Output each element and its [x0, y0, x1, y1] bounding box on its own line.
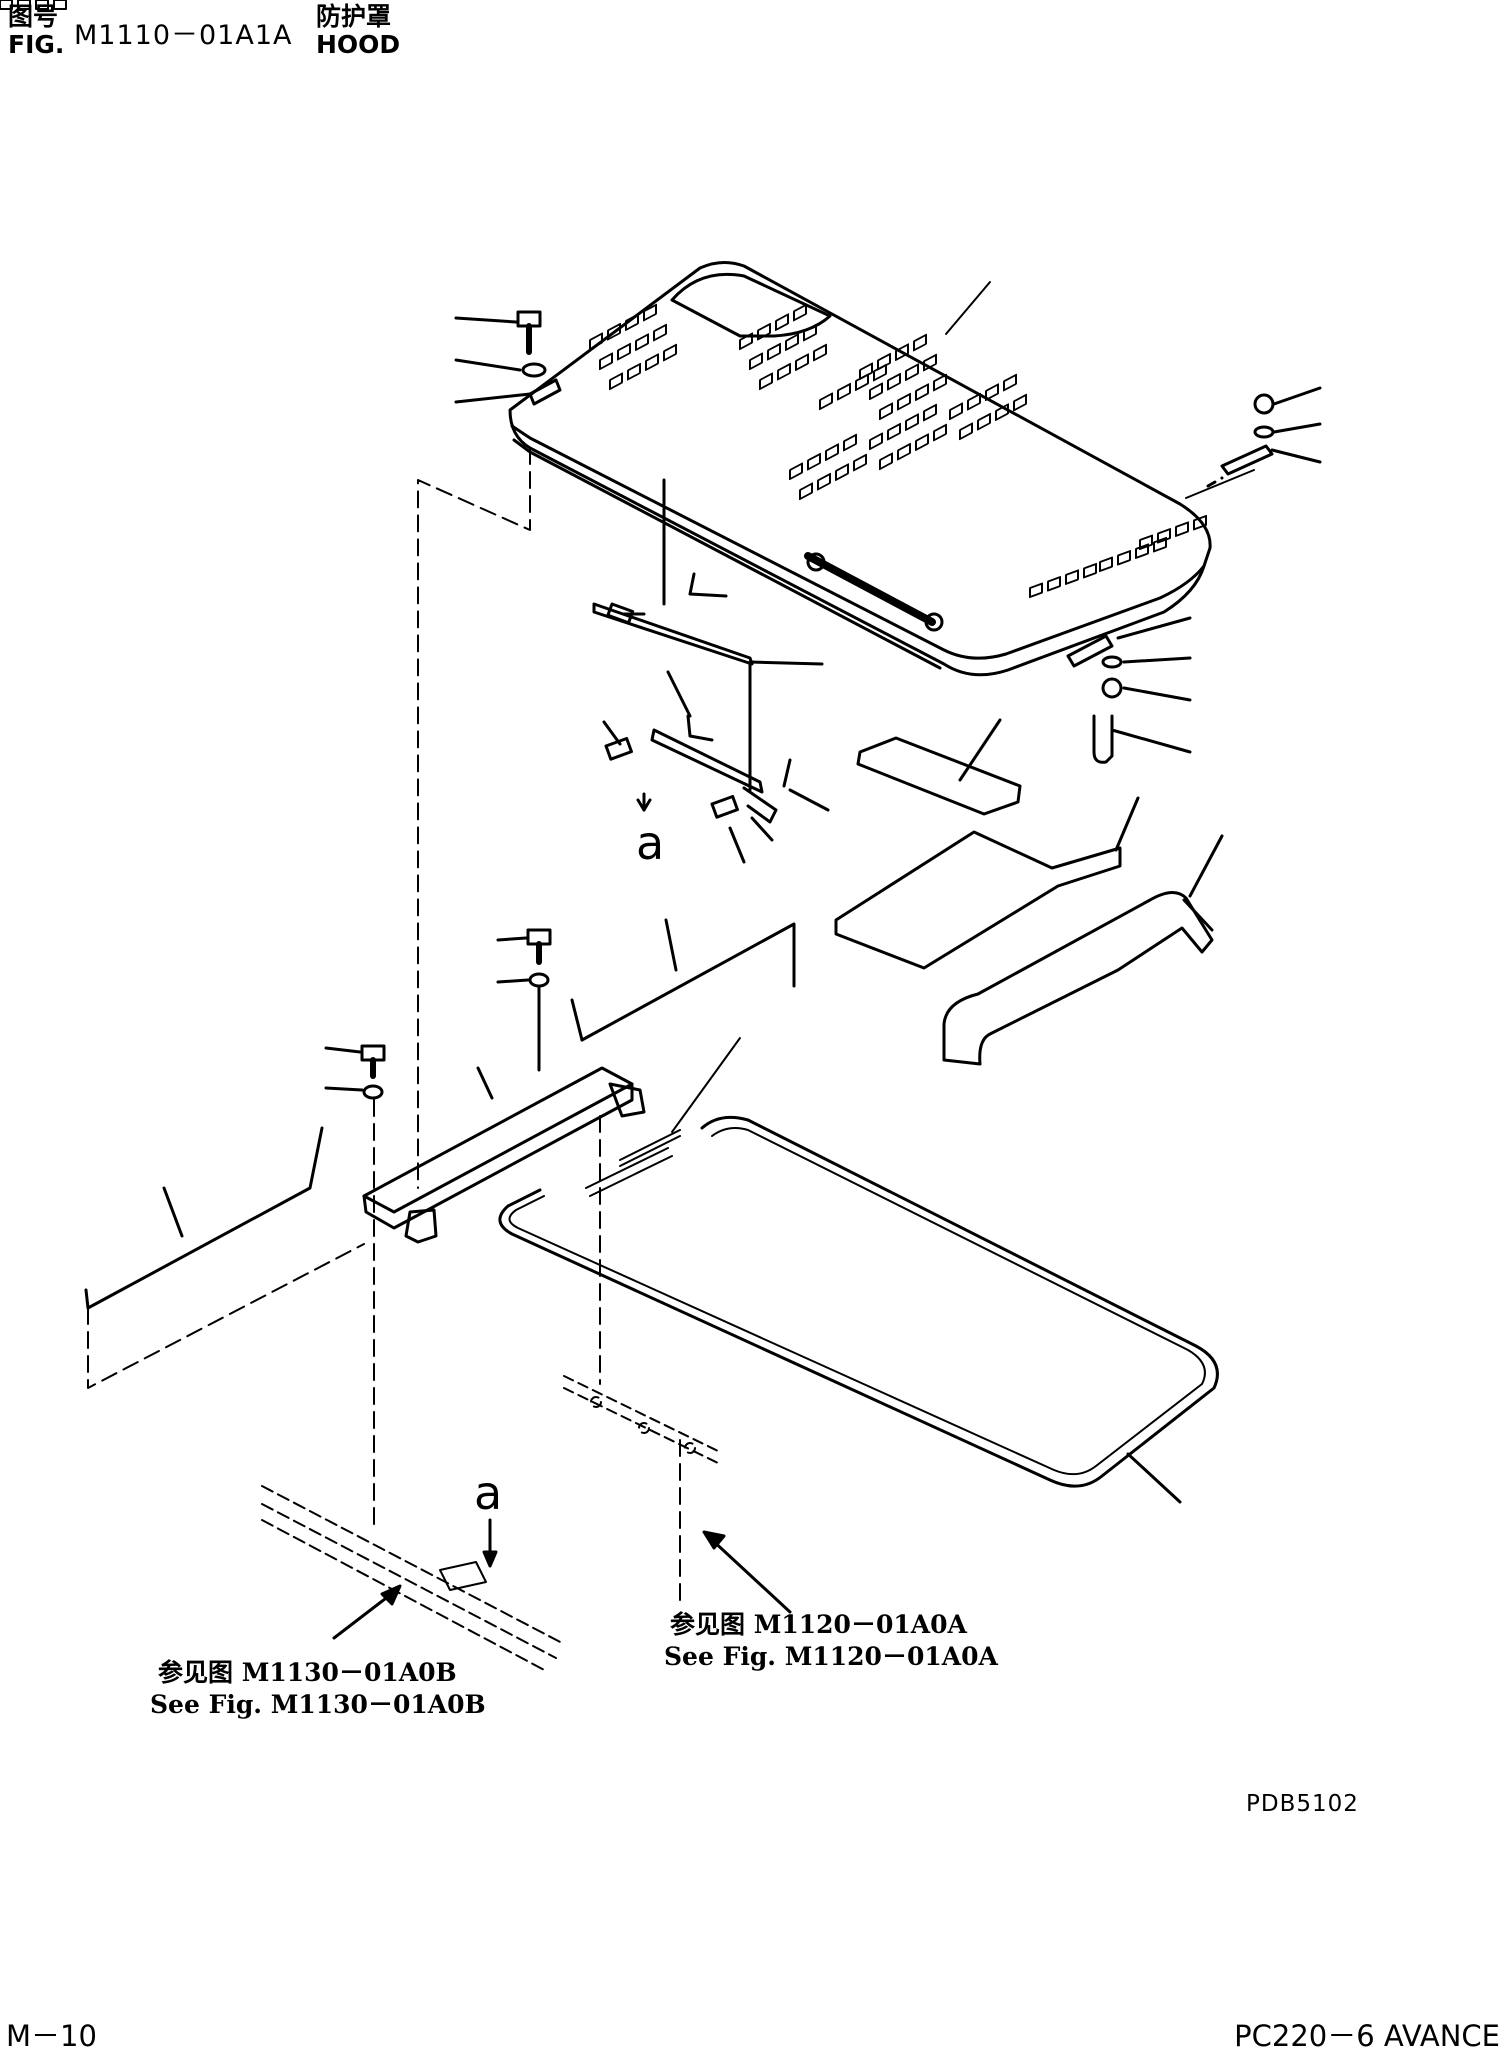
see-fig-ref-right-cn: 参见图 M1120－01A0A: [670, 1610, 967, 1639]
page-number: M－10: [6, 2019, 97, 2053]
figure-label-cn: 图号: [8, 2, 59, 31]
mounting-bracket: [362, 1066, 646, 1244]
arrow-left-ref: [332, 1518, 498, 1640]
hood-panel: [508, 261, 1212, 677]
right-fastener-stack: [1066, 616, 1192, 764]
see-fig-ref-left-en: See Fig. M1130－01A0B: [150, 1690, 486, 1719]
bolts-mid: [324, 928, 552, 1100]
title-cn: 防护罩: [316, 2, 392, 31]
see-fig-ref-left-cn: 参见图 M1130－01A0B: [158, 1658, 457, 1687]
see-fig-ref-right-en: See Fig. M1120－01A0A: [664, 1642, 998, 1671]
lower-left-frame-ref: [261, 1485, 565, 1673]
detail-callout-a: a: [636, 816, 665, 870]
bolt-top-left: [454, 310, 562, 406]
part-leader-lines: [945, 281, 1255, 499]
support-rod-mid: [570, 918, 796, 1042]
seal-strips: [585, 1037, 741, 1197]
side-cover: [942, 834, 1224, 1066]
insulation-pads: [834, 718, 1140, 970]
machine-model: PC220－6 AVANCE: [1234, 2019, 1500, 2053]
arrow-right-ref: [702, 1530, 792, 1614]
hinge-assembly: [592, 478, 830, 864]
detail-callout-a-lower: a: [474, 1466, 503, 1520]
figure-number: M1110－01A1A: [74, 20, 293, 51]
hood-vent-grilles: [0, 0, 1208, 599]
nut-top-right: [1206, 386, 1322, 488]
lower-right-frame-ref: [563, 1375, 721, 1465]
figure-label-en: FIG.: [8, 30, 65, 59]
assembly-leader-lines: [87, 447, 681, 1601]
title-en: HOOD: [316, 30, 401, 59]
drawing-code: PDB5102: [1246, 1791, 1359, 1817]
support-rod-left: [84, 1126, 324, 1310]
window-seal-frame: [498, 1115, 1219, 1504]
